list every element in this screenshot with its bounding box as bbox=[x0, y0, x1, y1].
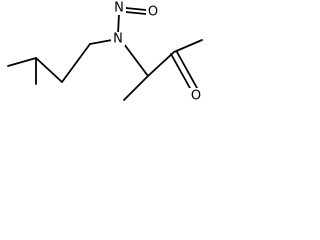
bond-n-o-double-1 bbox=[125, 7, 147, 11]
molecule-diagram: N N O O bbox=[7, 1, 203, 104]
bond-c-o-double-2 bbox=[176, 51, 198, 89]
bond-n-n bbox=[117, 13, 120, 35]
atom-o-ketone: O bbox=[191, 89, 201, 104]
bond-n-ch bbox=[123, 43, 149, 77]
bond-n-o-double-2 bbox=[125, 11, 147, 15]
bond-ch-ch2 bbox=[35, 57, 63, 83]
bond-c-o-double-1 bbox=[170, 53, 192, 91]
bond-carbonyl-methyl bbox=[173, 39, 203, 53]
bond-ch3-left bbox=[7, 57, 37, 67]
n-amine-bg bbox=[111, 32, 125, 46]
bond-ch-carbonyl bbox=[147, 51, 175, 77]
o-ketone-bg bbox=[189, 88, 203, 102]
atom-o-nitroso: O bbox=[148, 5, 158, 20]
atom-n-amine: N bbox=[113, 32, 123, 47]
n-nitroso-bg bbox=[112, 1, 126, 15]
atom-n-nitroso: N bbox=[114, 1, 124, 16]
bond-ch2-n bbox=[89, 39, 113, 45]
o-nitroso-bg bbox=[146, 5, 160, 19]
bond-ch-methyl bbox=[123, 75, 149, 101]
bond-ch2-ch2 bbox=[61, 43, 91, 83]
